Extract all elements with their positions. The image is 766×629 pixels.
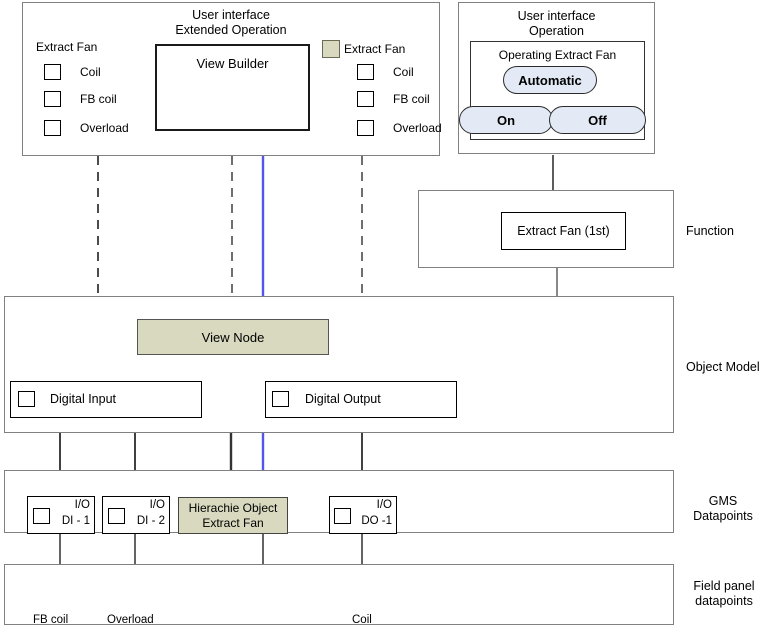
- hierarchy-object-line2: Extract Fan: [202, 516, 264, 530]
- right-group-item-2-label: Overload: [393, 121, 442, 135]
- input-arrow-icon: [33, 508, 50, 524]
- datapoint-di-2-bottom: DI - 2: [136, 515, 165, 527]
- layer-label-field-panel-line2: datapoints: [695, 594, 753, 608]
- right-group-item-0-label: Coil: [393, 65, 414, 79]
- output-arrow-icon: [334, 508, 351, 524]
- view-builder-box[interactable]: View Builder: [155, 44, 310, 131]
- input-arrow-icon: [108, 508, 125, 524]
- left-group-item-2-label: Overload: [80, 121, 129, 135]
- input-arrow-icon: [44, 91, 61, 107]
- view-node-block[interactable]: View Node: [137, 319, 329, 355]
- panel-operation-title-line2: Operation: [529, 24, 584, 38]
- output-arrow-icon: [44, 64, 61, 80]
- input-arrow-icon: [44, 120, 61, 136]
- datapoint-do-1-bottom: DO -1: [361, 515, 392, 527]
- datapoint-hierarchy-object[interactable]: Hierachie Object Extract Fan: [178, 497, 288, 534]
- datapoint-di-2[interactable]: I/O DI - 2: [102, 496, 170, 534]
- datapoint-di-1-bottom: DI - 1: [61, 515, 90, 527]
- left-group-item-0-label: Coil: [80, 65, 101, 79]
- right-group-item-1-label: FB coil: [393, 92, 430, 106]
- layer-field-panel-frame: [4, 564, 674, 625]
- panel-extended-operation-title-line2: Extended Operation: [175, 23, 287, 37]
- digital-output-label: Digital Output: [305, 392, 381, 406]
- panel-extended-operation-title-line1: User interface: [192, 8, 270, 22]
- field-point-overload-label: Overload: [107, 614, 154, 626]
- field-point-fb-coil-label: FB coil: [33, 614, 69, 626]
- datapoint-di-2-top: I/O: [149, 499, 165, 511]
- datapoint-do-1-top: I/O: [376, 499, 392, 511]
- automatic-button[interactable]: Automatic: [503, 66, 597, 94]
- automatic-button-label: Automatic: [518, 72, 582, 88]
- off-button-label: Off: [588, 112, 607, 128]
- operating-extract-fan-title: Operating Extract Fan: [498, 48, 617, 62]
- panel-operation-title-line1: User interface: [517, 9, 596, 23]
- off-button[interactable]: Off: [549, 106, 646, 134]
- extract-fan-function-label: Extract Fan (1st): [517, 224, 610, 238]
- output-arrow-icon: [272, 391, 289, 407]
- input-arrow-icon: [357, 120, 374, 136]
- right-group-heading: Extract Fan: [344, 42, 406, 56]
- hierarchy-object-line1: Hierachie Object: [188, 501, 278, 515]
- left-group-item-1-label: FB coil: [80, 92, 117, 106]
- on-button-label: On: [496, 112, 516, 128]
- digital-input-label: Digital Input: [50, 392, 117, 406]
- layer-label-function: Function: [686, 224, 734, 238]
- layer-label-gms-line2: Datapoints: [693, 509, 753, 523]
- extract-fan-function-block[interactable]: Extract Fan (1st): [501, 212, 626, 250]
- output-arrow-icon: [357, 64, 374, 80]
- digital-output-block[interactable]: [265, 381, 457, 418]
- view-builder-label: View Builder: [196, 56, 269, 71]
- digital-input-block[interactable]: [10, 381, 202, 418]
- left-group-heading: Extract Fan: [36, 40, 98, 54]
- on-button[interactable]: On: [459, 106, 553, 134]
- input-arrow-icon: [18, 391, 35, 407]
- layer-label-object-model: Object Model: [686, 360, 760, 374]
- right-group-node-icon: [322, 40, 340, 58]
- field-point-coil-label: Coil: [352, 614, 372, 626]
- datapoint-di-1-top: I/O: [74, 499, 90, 511]
- layer-label-gms-line1: GMS: [708, 494, 738, 508]
- layer-label-field-panel-line1: Field panel: [693, 579, 755, 593]
- input-arrow-icon: [357, 91, 374, 107]
- view-node-label: View Node: [201, 329, 265, 345]
